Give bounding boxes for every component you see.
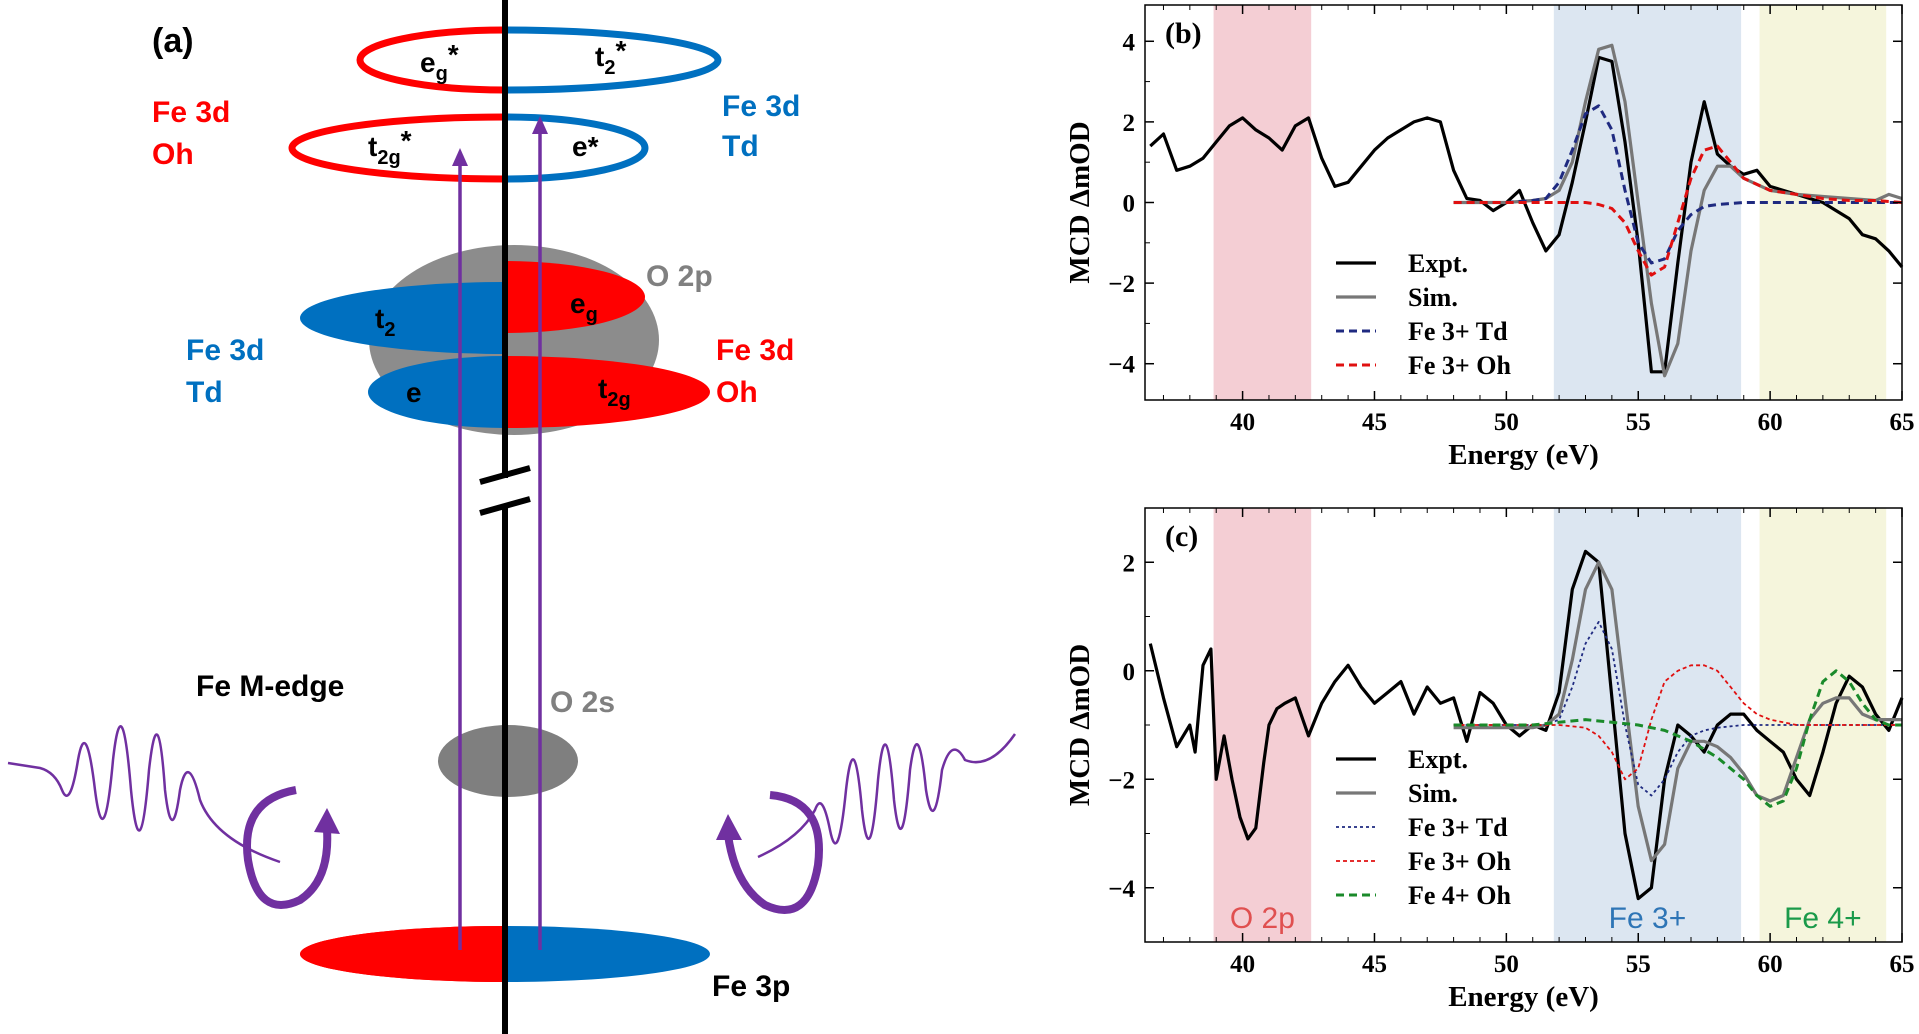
x-tick-label: 55 <box>1626 409 1651 436</box>
circular-polarization-left <box>243 786 332 909</box>
fe3d-td-top-line2: Td <box>722 130 759 163</box>
panel-a-label: (a) <box>152 22 194 60</box>
band-label-1: Fe 3+ <box>1609 902 1687 935</box>
photon-wave-left <box>7 725 281 864</box>
fe3d-oh-mid-line1: Fe 3d <box>716 334 794 367</box>
t2g-star-orbital <box>288 113 505 183</box>
y-tick-label: 0 <box>1123 659 1136 686</box>
fe3p-td-half-shape <box>505 926 710 982</box>
panel-label: (b) <box>1165 17 1202 50</box>
series-line-1 <box>1453 43 1903 378</box>
o2p-label: O 2p <box>646 260 713 293</box>
x-tick-label: 60 <box>1758 951 1783 978</box>
x-tick-label: 60 <box>1758 409 1783 436</box>
circular-polarization-right-head <box>716 814 742 840</box>
legend-label-2: Fe 3+ Td <box>1408 317 1508 346</box>
e-label: e <box>406 377 422 408</box>
t2-td-orbital <box>300 282 505 354</box>
e-td-orbital <box>368 356 505 428</box>
band-0 <box>1213 508 1312 942</box>
axis-break-mark-1 <box>479 465 531 485</box>
series-line-1 <box>1453 560 1902 863</box>
x-axis-label: Energy (eV) <box>1448 439 1599 471</box>
t2-star-orbital <box>505 26 722 94</box>
x-tick-label: 50 <box>1494 951 1519 978</box>
y-tick-label: −4 <box>1108 352 1135 379</box>
band-0 <box>1213 5 1312 400</box>
band-1 <box>1553 508 1742 942</box>
e-star-orbital <box>505 113 649 183</box>
y-tick-label: 2 <box>1123 110 1136 137</box>
legend-label-1: Sim. <box>1408 283 1458 312</box>
series-line-0 <box>1148 549 1904 901</box>
excitation-arrowhead-right <box>532 116 548 134</box>
y-tick-label: 0 <box>1123 191 1136 218</box>
o2s-label: O 2s <box>550 686 615 719</box>
series-line-2 <box>1453 104 1902 265</box>
excitation-arrowhead-left <box>452 148 468 166</box>
axis-break-mark-2 <box>479 496 531 516</box>
t2g-oh-orbital <box>505 356 710 428</box>
series-line-4 <box>1453 669 1902 808</box>
fe3p-oh-half-shape <box>300 926 505 982</box>
series-line-3 <box>1453 664 1902 781</box>
legend-label-4: Fe 4+ Oh <box>1408 881 1511 910</box>
y-tick-label: −4 <box>1108 876 1135 903</box>
legend-label-0: Expt. <box>1408 249 1468 278</box>
y-tick-label: 2 <box>1123 550 1136 577</box>
panel-label: (c) <box>1165 520 1198 553</box>
x-tick-label: 55 <box>1626 951 1651 978</box>
fe3d-td-mid-line2: Td <box>186 376 223 409</box>
panel-a-diagram: (a) e <box>7 0 1017 1034</box>
e-star-label: e* <box>572 131 599 162</box>
eg-star-label: eg* <box>420 39 459 85</box>
legend-label-1: Sim. <box>1408 779 1458 808</box>
fe3d-td-top-line1: Fe 3d <box>722 90 800 123</box>
eg-star-orbital <box>356 26 505 94</box>
y-axis-label: MCD ΔmOD <box>1064 644 1096 806</box>
fe3d-oh-mid-line2: Oh <box>716 376 758 409</box>
series-line-3 <box>1453 144 1903 277</box>
band-label-0: O 2p <box>1230 902 1295 935</box>
t2-star-label: t2* <box>595 35 626 79</box>
y-tick-label: −2 <box>1108 767 1135 794</box>
fe3d-td-mid-line1: Fe 3d <box>186 334 264 367</box>
photon-wave-right <box>757 733 1017 859</box>
x-tick-label: 45 <box>1362 951 1387 978</box>
circular-polarization-left-head <box>314 808 340 834</box>
x-tick-label: 40 <box>1230 951 1255 978</box>
series-line-0 <box>1149 55 1904 374</box>
y-tick-label: 4 <box>1123 29 1136 56</box>
legend-label-2: Fe 3+ Td <box>1408 813 1508 842</box>
fe3d-oh-top-line2: Oh <box>152 138 194 171</box>
x-tick-label: 50 <box>1494 409 1519 436</box>
eg-label: eg <box>570 288 598 326</box>
legend-label-0: Expt. <box>1408 745 1468 774</box>
y-tick-label: −2 <box>1108 271 1135 298</box>
x-tick-label: 45 <box>1362 409 1387 436</box>
x-tick-label: 40 <box>1230 409 1255 436</box>
x-tick-label: 65 <box>1890 409 1915 436</box>
y-axis-label: MCD ΔmOD <box>1064 121 1096 283</box>
band-label-2: Fe 4+ <box>1784 902 1862 935</box>
t2g-label: t2g <box>598 373 631 411</box>
circular-polarization-right <box>724 791 823 914</box>
fe3p-label: Fe 3p <box>712 970 790 1003</box>
fe-medge-label: Fe M-edge <box>196 670 344 703</box>
legend-label-3: Fe 3+ Oh <box>1408 847 1511 876</box>
t2g-star-label: t2g* <box>368 125 412 169</box>
x-tick-label: 65 <box>1890 951 1915 978</box>
fe3d-oh-top-line1: Fe 3d <box>152 96 230 129</box>
x-axis-label: Energy (eV) <box>1448 981 1599 1013</box>
t2-label: t2 <box>375 303 395 341</box>
legend-label-3: Fe 3+ Oh <box>1408 351 1511 380</box>
